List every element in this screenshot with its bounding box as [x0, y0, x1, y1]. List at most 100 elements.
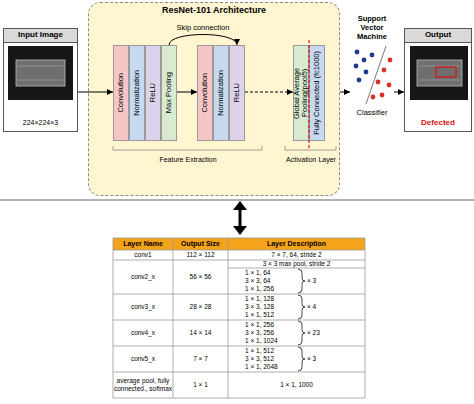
- table-cell: 112 × 112: [173, 250, 228, 260]
- table-cell: 3 × 3, 128: [245, 303, 300, 311]
- input-photo-part: [18, 66, 63, 67]
- table-cell: conv5_x: [113, 346, 173, 372]
- table-header: Layer Description: [228, 238, 365, 250]
- node-heading: Input Image: [4, 29, 77, 43]
- double-arrow-head: [233, 226, 247, 235]
- table-header: Layer Name: [113, 238, 173, 250]
- table-header: Output Size: [173, 238, 228, 250]
- layer-block: Global Average Pooling(pool5): [293, 45, 309, 141]
- svm-class-dots: [354, 50, 375, 83]
- table-cell: 7 × 7: [173, 346, 228, 372]
- table-cell: average pool, fully connected., softmax: [113, 372, 173, 398]
- table-cell: 28 × 28: [173, 294, 228, 320]
- table-cell: 1 × 1, 128: [245, 295, 300, 303]
- output-photo: [410, 46, 468, 100]
- layer-block: ReLU: [145, 45, 161, 141]
- table-cell: × 23: [307, 321, 337, 345]
- table-cell: conv2_x: [113, 260, 173, 294]
- node-text: 224×224×3: [4, 117, 77, 129]
- table-header-fill: [113, 238, 365, 250]
- table-cell: × 3: [307, 269, 337, 293]
- table-cell: 1 × 1, 256: [245, 285, 300, 293]
- classifier-node: Support Vector MachineClassifier: [350, 12, 394, 132]
- layer-block: Normalization: [129, 45, 145, 141]
- block-label: ReLU: [149, 83, 157, 102]
- svm-dot: [380, 93, 385, 98]
- table-cell: × 3: [307, 347, 337, 371]
- block-label: Max Pooling: [165, 72, 173, 113]
- group-bracket: [113, 146, 262, 150]
- brace: [298, 269, 305, 293]
- table-cell: 1 × 1, 64: [245, 269, 300, 277]
- connector: [340, 92, 350, 93]
- connector: [177, 92, 197, 93]
- output-photo-part: [417, 60, 462, 86]
- block-label: Convolution: [117, 73, 125, 113]
- table-rule: [113, 372, 365, 373]
- input-photo: [8, 46, 73, 100]
- defect-marker: [436, 67, 456, 77]
- brace: [298, 347, 305, 371]
- divider-dashed-line: [308, 40, 309, 148]
- connector: [394, 92, 404, 93]
- table-cell: 3 × 3, 256: [245, 329, 300, 337]
- double-arrow-shaft: [239, 207, 242, 229]
- block-label: Global Average Pooling(pool5): [293, 47, 309, 139]
- table-cell: 3 × 3, 512: [245, 355, 300, 363]
- table-cell: 1 × 1, 1000: [228, 372, 365, 398]
- group-bracket: [285, 146, 336, 150]
- svm-dot: [382, 68, 387, 73]
- layer-block: Convolution: [197, 45, 213, 141]
- svm-dot: [362, 58, 367, 63]
- node-heading: Output: [405, 29, 471, 43]
- node-text: Classifier: [350, 108, 394, 119]
- table-rule: [113, 320, 365, 321]
- brace: [298, 295, 305, 319]
- table-cell: 7 × 7, 64, stride 2: [228, 250, 365, 260]
- section-label: Activation Layer: [281, 154, 341, 165]
- input-photo-part: [16, 60, 65, 86]
- table-rule: [228, 238, 229, 398]
- table-cell: conv4_x: [113, 320, 173, 346]
- layer-block: Fully Connected (fc1000): [309, 45, 325, 141]
- layer-block: Normalization: [213, 45, 229, 141]
- double-arrow-head: [233, 201, 247, 210]
- table-cell: 1 × 1, 512: [245, 347, 300, 355]
- block-label: ReLU: [233, 83, 241, 102]
- table-cell: 3 × 3 max pool, stride 2: [228, 260, 365, 268]
- node-heading: ResNet-101 Architecture: [89, 5, 339, 17]
- input-photo-part: [18, 80, 63, 81]
- table-rule: [173, 238, 174, 398]
- table-cell: 1 × 1, 1024: [245, 337, 300, 345]
- table-rule: [228, 268, 365, 269]
- table-cell: conv3_x: [113, 294, 173, 320]
- node-heading: Support Vector Machine: [350, 12, 394, 42]
- svm-dot: [355, 50, 360, 55]
- svm-dot: [354, 64, 359, 69]
- table-cell: 1 × 1, 2048: [245, 363, 300, 371]
- table-border: [113, 238, 365, 398]
- block-label: Normalization: [133, 70, 141, 116]
- brace: [298, 321, 305, 345]
- table-cell: 1 × 1, 512: [245, 311, 300, 319]
- svm-dot: [364, 70, 369, 75]
- table-cell: 1 × 1, 256: [245, 321, 300, 329]
- block-label: Normalization: [217, 70, 225, 116]
- table-cell: 1 × 1: [173, 372, 228, 398]
- connector-label: Skip connection: [163, 22, 243, 32]
- layer-block: Max Pooling: [161, 45, 177, 141]
- svm-boundary: [366, 46, 386, 104]
- svm-dot: [370, 53, 375, 58]
- table-cell: × 4: [307, 295, 337, 319]
- svm-dot: [388, 58, 393, 63]
- svm-dot: [357, 78, 362, 83]
- svm-dot: [387, 83, 392, 88]
- output-photo-part: [419, 80, 460, 81]
- output-photo-part: [419, 66, 460, 67]
- section-label: Feature Extraction: [113, 154, 263, 165]
- table-cell: 56 × 56: [173, 260, 228, 294]
- brace-group: [298, 269, 305, 371]
- block-label: Convolution: [201, 73, 209, 113]
